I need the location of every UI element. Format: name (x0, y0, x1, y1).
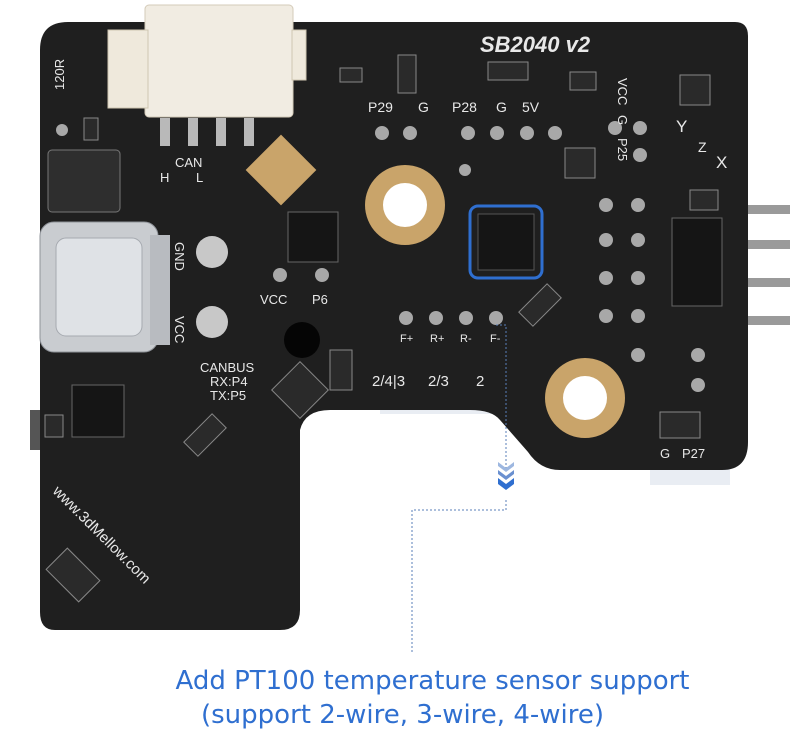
right-header-pins (735, 205, 790, 325)
silk-vcc-left: VCC (172, 316, 187, 343)
silk-rx: RX:P4 (210, 374, 248, 389)
gold-test-pad (245, 134, 317, 206)
left-component (47, 149, 121, 213)
silk-wire-243: 2/4|3 (372, 373, 405, 390)
silk-p25: P25 (615, 138, 630, 161)
silk-r-plus: R+ (430, 333, 444, 345)
silk-tx: TX:P5 (210, 388, 246, 403)
silk-can-l: L (196, 170, 203, 185)
chevron-down-icon (498, 462, 514, 490)
silk-f-minus: F- (490, 333, 501, 345)
ic-1 (287, 211, 339, 263)
silk-axis-x: X (716, 153, 727, 172)
usb-c-port (39, 221, 170, 353)
silk-r-minus: R- (460, 333, 472, 345)
ic-3 (671, 217, 723, 307)
silk-axis-y: Y (676, 117, 687, 136)
silk-120r: 120R (52, 59, 67, 90)
silk-can-h: H (160, 170, 169, 185)
silk-g-right: G (615, 115, 630, 125)
caption-line-2: (support 2-wire, 3-wire, 4-wire) (200, 700, 604, 730)
mcu-chip (468, 204, 544, 280)
pad-vcc (196, 306, 228, 338)
silk-f-plus: F+ (400, 333, 413, 345)
silk-axis-z: Z (698, 139, 707, 155)
silk-p27: P27 (682, 446, 705, 461)
silk-g-top: G (418, 99, 429, 115)
mounting-hole-right (545, 358, 625, 438)
board-model-label: SB2040 v2 (480, 32, 591, 57)
silk-g-top2: G (496, 99, 507, 115)
silk-p6: P6 (312, 292, 328, 307)
dark-hole (284, 322, 320, 358)
ic-2 (71, 384, 125, 438)
silk-wire-23: 2/3 (428, 373, 449, 390)
silk-5v: 5V (522, 99, 540, 115)
silk-g-bottom: G (660, 446, 670, 461)
silk-vcc-mid: VCC (260, 292, 287, 307)
caption-line-1: Add PT100 temperature sensor support (175, 666, 690, 696)
pad-gnd (196, 236, 228, 268)
mounting-hole-center (365, 165, 445, 245)
silk-p29: P29 (368, 99, 393, 115)
side-button (30, 410, 40, 450)
small-pads (56, 121, 705, 392)
silk-wire-2: 2 (476, 373, 484, 390)
smd-components (44, 54, 719, 603)
silk-can: CAN (175, 155, 202, 170)
pt100-callout (411, 324, 507, 652)
top-jst-connector (107, 4, 307, 146)
silk-vcc-right: VCC (615, 78, 630, 105)
silk-gnd: GND (172, 242, 187, 271)
silk-p28: P28 (452, 99, 477, 115)
silk-canbus: CANBUS (200, 360, 255, 375)
